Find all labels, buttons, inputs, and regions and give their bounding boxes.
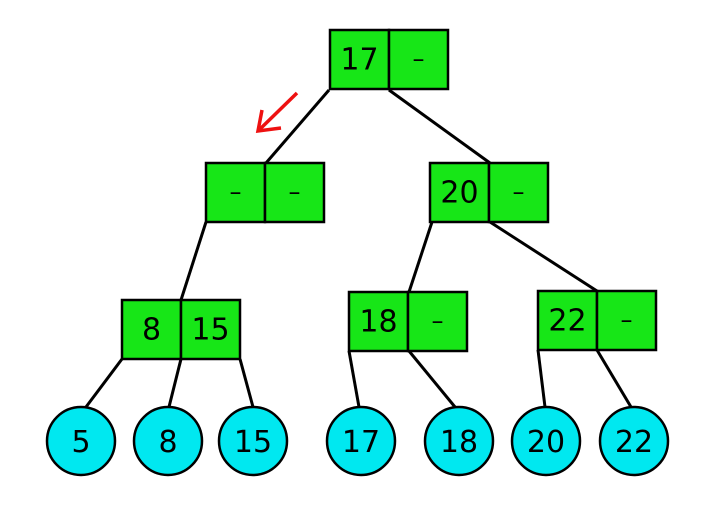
- leaf-nodes: 5 8 15 17 18 20 22: [45, 405, 670, 477]
- edge-level2-a-leaf-5: [84, 358, 124, 408]
- edge-level2-a-leaf-15: [238, 358, 255, 408]
- leaf-value: 17: [342, 425, 380, 460]
- edge-root-level1-right: [388, 88, 491, 165]
- leaf-value: 22: [615, 425, 653, 460]
- leaf-value: 15: [234, 425, 272, 460]
- edge-root-level1-left: [264, 89, 331, 164]
- edge-level1-right-level2-c: [489, 220, 598, 293]
- leaf-node: 15: [217, 405, 289, 477]
- leaf-node: 18: [423, 405, 495, 477]
- node-level1-right-left-key: 20: [440, 176, 478, 211]
- edge-level2-b-leaf-18: [407, 350, 457, 408]
- edge-level2-a-leaf-8: [167, 358, 183, 408]
- node-level1-right-right-key: –: [513, 178, 525, 206]
- node-level2-c-left-key: 22: [548, 304, 586, 339]
- node-root: 17 –: [328, 28, 450, 91]
- node-level2-a-left-key: 8: [142, 313, 161, 348]
- node-level1-right: 20 –: [428, 161, 550, 224]
- node-level2-c-right-key: –: [621, 306, 633, 334]
- node-level2-b-right-key: –: [432, 307, 444, 335]
- node-level1-left-left-key: –: [230, 178, 242, 206]
- node-level2-a: 8 15: [120, 298, 242, 361]
- leaf-node: 20: [510, 405, 582, 477]
- node-level2-b: 18 –: [347, 290, 469, 353]
- leaf-value: 5: [71, 425, 90, 460]
- node-level1-left: – –: [204, 161, 326, 224]
- node-root-right-key: –: [413, 45, 425, 73]
- node-root-left-key: 17: [340, 43, 378, 78]
- red-arrow-icon: [255, 91, 299, 134]
- leaf-node: 5: [45, 405, 117, 477]
- node-level2-b-left-key: 18: [359, 305, 397, 340]
- internal-nodes: 17 – – – 20 – 8 15 18 –: [120, 28, 658, 361]
- leaf-value: 20: [527, 425, 565, 460]
- leaf-node: 8: [132, 405, 204, 477]
- tree-edges: [84, 88, 633, 408]
- leaf-node: 17: [325, 405, 397, 477]
- node-level2-c: 22 –: [536, 289, 658, 352]
- node-level2-a-right-key: 15: [191, 313, 229, 348]
- edge-level1-left-level2-a: [179, 221, 208, 301]
- edge-level2-c-leaf-20: [536, 349, 547, 408]
- edge-level1-right-level2-b: [407, 221, 434, 293]
- leaf-node: 22: [598, 405, 670, 477]
- leaf-value: 18: [440, 425, 478, 460]
- leaf-value: 8: [158, 425, 177, 460]
- edge-level2-b-leaf-17: [347, 350, 361, 408]
- node-level1-left-right-key: –: [289, 178, 301, 206]
- edge-level2-c-leaf-22: [595, 349, 633, 408]
